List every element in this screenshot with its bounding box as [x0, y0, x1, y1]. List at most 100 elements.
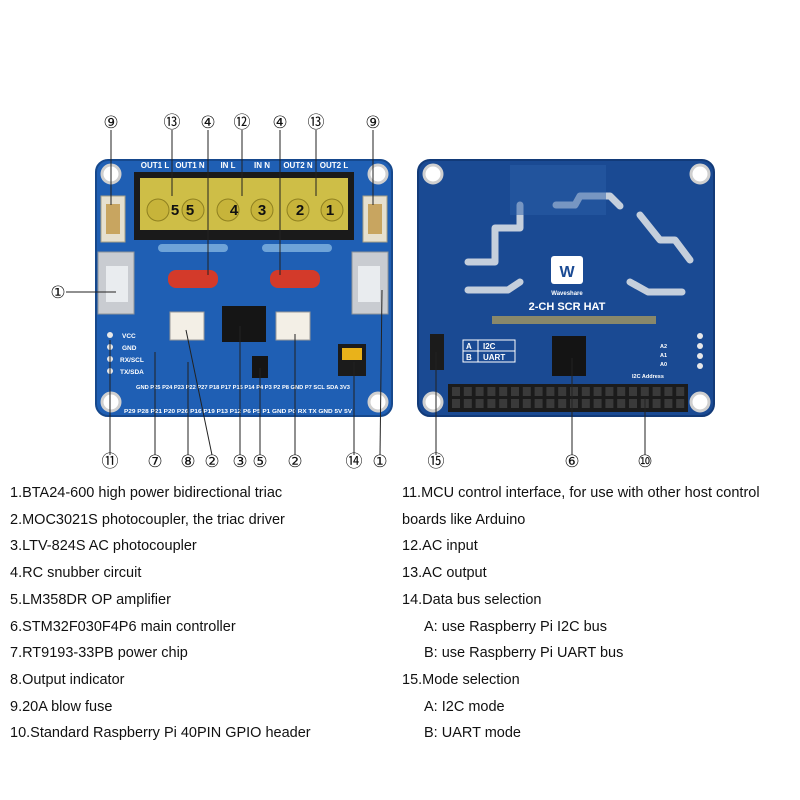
- terminal-number: 2: [296, 202, 304, 219]
- header-pin: [487, 387, 496, 396]
- legend-item: 1.BTA24-600 high power bidirectional tri…: [10, 485, 283, 501]
- header-pin: [617, 387, 626, 396]
- main-controller: [552, 336, 586, 376]
- gpio-pins-front: GND P25 P24 P23 P22 P27 P18 P17 P15 P14 …: [124, 385, 353, 415]
- header-pin: [640, 387, 649, 396]
- mode-a-label: I2C: [483, 342, 496, 351]
- header-pin: [522, 387, 531, 396]
- header-row-label: P29 P28 P21 P20 P26 P16 P19 P13 P12 P6 P…: [124, 409, 353, 415]
- legend-subitem: B: UART mode: [424, 725, 521, 742]
- callout-4: ④: [200, 113, 215, 132]
- addr-pin-label: A1: [660, 353, 667, 359]
- callout-7: ⑦: [147, 452, 162, 470]
- callout-5: ⑤: [252, 452, 267, 470]
- mcu-pin-label: GND: [122, 345, 137, 352]
- header-pin: [581, 399, 590, 408]
- callout-9: ⑨: [103, 113, 118, 132]
- legend-item: 14.Data bus selection: [402, 591, 542, 608]
- header-pin: [534, 399, 543, 408]
- header-pin: [452, 399, 460, 408]
- legend-item: 2.MOC3021S photocoupler, the triac drive…: [10, 511, 285, 528]
- header-pin: [499, 387, 508, 396]
- callout-1: ①: [372, 452, 387, 470]
- mcu-pin-label: RX/SCL: [120, 357, 144, 364]
- mcu-pin-label: TX/SDA: [120, 369, 144, 376]
- header-pin: [629, 399, 637, 408]
- callout-leaders: [66, 130, 646, 456]
- header-pin: [617, 399, 626, 408]
- ac-photocoupler: [222, 306, 266, 342]
- logo-glyph: W: [559, 264, 575, 281]
- terminal-label: IN L: [220, 161, 235, 170]
- legend-item: 15.Mode selection: [402, 671, 520, 688]
- callout-11: ⑪: [102, 452, 119, 470]
- callout-9: ⑨: [365, 113, 380, 132]
- legend-subitem: B: use Raspberry Pi UART bus: [424, 645, 624, 662]
- header-pin: [605, 387, 614, 396]
- back-board: W Waveshare 2-CH SCR HAT A I2C B UART A2…: [417, 159, 715, 417]
- callout-12: ⑫: [234, 113, 251, 132]
- addr-pin-label: A2: [660, 344, 667, 350]
- callout-2: ②: [204, 452, 219, 470]
- callout-10: ⑩: [637, 452, 652, 470]
- terminal-label: OUT2 L: [320, 161, 349, 170]
- header-pin: [463, 399, 472, 408]
- addr-label: I2C Address: [632, 374, 664, 380]
- data-bus-jumper: [338, 344, 366, 376]
- header-pin: [652, 387, 661, 396]
- header-pin: [676, 399, 685, 408]
- waveshare-logo: W Waveshare 2-CH SCR HAT: [529, 256, 606, 313]
- header-pin: [558, 387, 567, 396]
- header-pin: [629, 387, 637, 396]
- header-pin: [475, 399, 484, 408]
- legend-item: 5.LM358DR OP amplifier: [10, 591, 171, 608]
- terminal-number: 1: [326, 202, 334, 219]
- terminal-label: OUT1 L: [141, 161, 170, 170]
- mcu-pin-label: VCC: [122, 333, 136, 340]
- callout-2: ②: [287, 452, 302, 470]
- legend-item: 6.STM32F030F4P6 main controller: [10, 618, 236, 635]
- addr-pin-label: A0: [660, 362, 667, 368]
- legend-item: 10.Standard Raspberry Pi 40PIN GPIO head…: [10, 725, 311, 742]
- legend-item: 4.RC snubber circuit: [10, 565, 142, 582]
- terminal-block: 5 5 4 3 2 1: [134, 172, 354, 240]
- legend-left: 1.BTA24-600 high power bidirectional tri…: [10, 480, 390, 747]
- header-pin: [593, 399, 602, 408]
- header-pin: [676, 387, 685, 396]
- terminal-number: 5: [171, 202, 179, 219]
- legend-right: 11.MCU control interface, for use with o…: [402, 480, 798, 747]
- legend-item: 12.AC input: [402, 538, 478, 555]
- callout-3: ③: [232, 452, 247, 470]
- header-pin: [664, 399, 673, 408]
- triac-heatsink: [97, 251, 389, 315]
- legend-item: 3.LTV-824S AC photocoupler: [10, 538, 197, 555]
- header-pin: [605, 399, 614, 408]
- brand-label: Waveshare: [551, 291, 583, 297]
- legend-item: 9.20A blow fuse: [10, 698, 113, 715]
- terminal-number: 5: [186, 202, 194, 219]
- legend-item: 13.AC output: [402, 565, 487, 582]
- callout-13: ⑬: [164, 113, 181, 132]
- fuse: [100, 195, 388, 243]
- board-title: 2-CH SCR HAT: [529, 301, 606, 313]
- header-pin: [499, 399, 508, 408]
- header-pin: [522, 399, 531, 408]
- header-pin: [558, 399, 567, 408]
- header-pin: [511, 399, 519, 408]
- rc-snubber: [168, 270, 320, 288]
- legend-item-continuation: boards like Arduino: [402, 511, 526, 528]
- header-pin: [546, 387, 555, 396]
- mode-selection-table: A I2C B UART: [462, 339, 516, 363]
- legend-subitem: A: use Raspberry Pi I2C bus: [424, 618, 607, 635]
- terminal-number: 3: [258, 202, 266, 219]
- front-board: OUT1 L OUT1 N IN L IN N OUT2 N OUT2 L 5 …: [95, 159, 393, 417]
- header-pin: [593, 387, 602, 396]
- header-pin: [664, 387, 673, 396]
- mode-switch: [430, 334, 444, 370]
- callout-6: ⑥: [564, 452, 579, 470]
- header-pin: [534, 387, 543, 396]
- mode-b-letter: B: [466, 353, 472, 362]
- header-pin: [487, 399, 496, 408]
- terminal-label: OUT1 N: [175, 161, 205, 170]
- callout-15: ⑮: [428, 452, 445, 470]
